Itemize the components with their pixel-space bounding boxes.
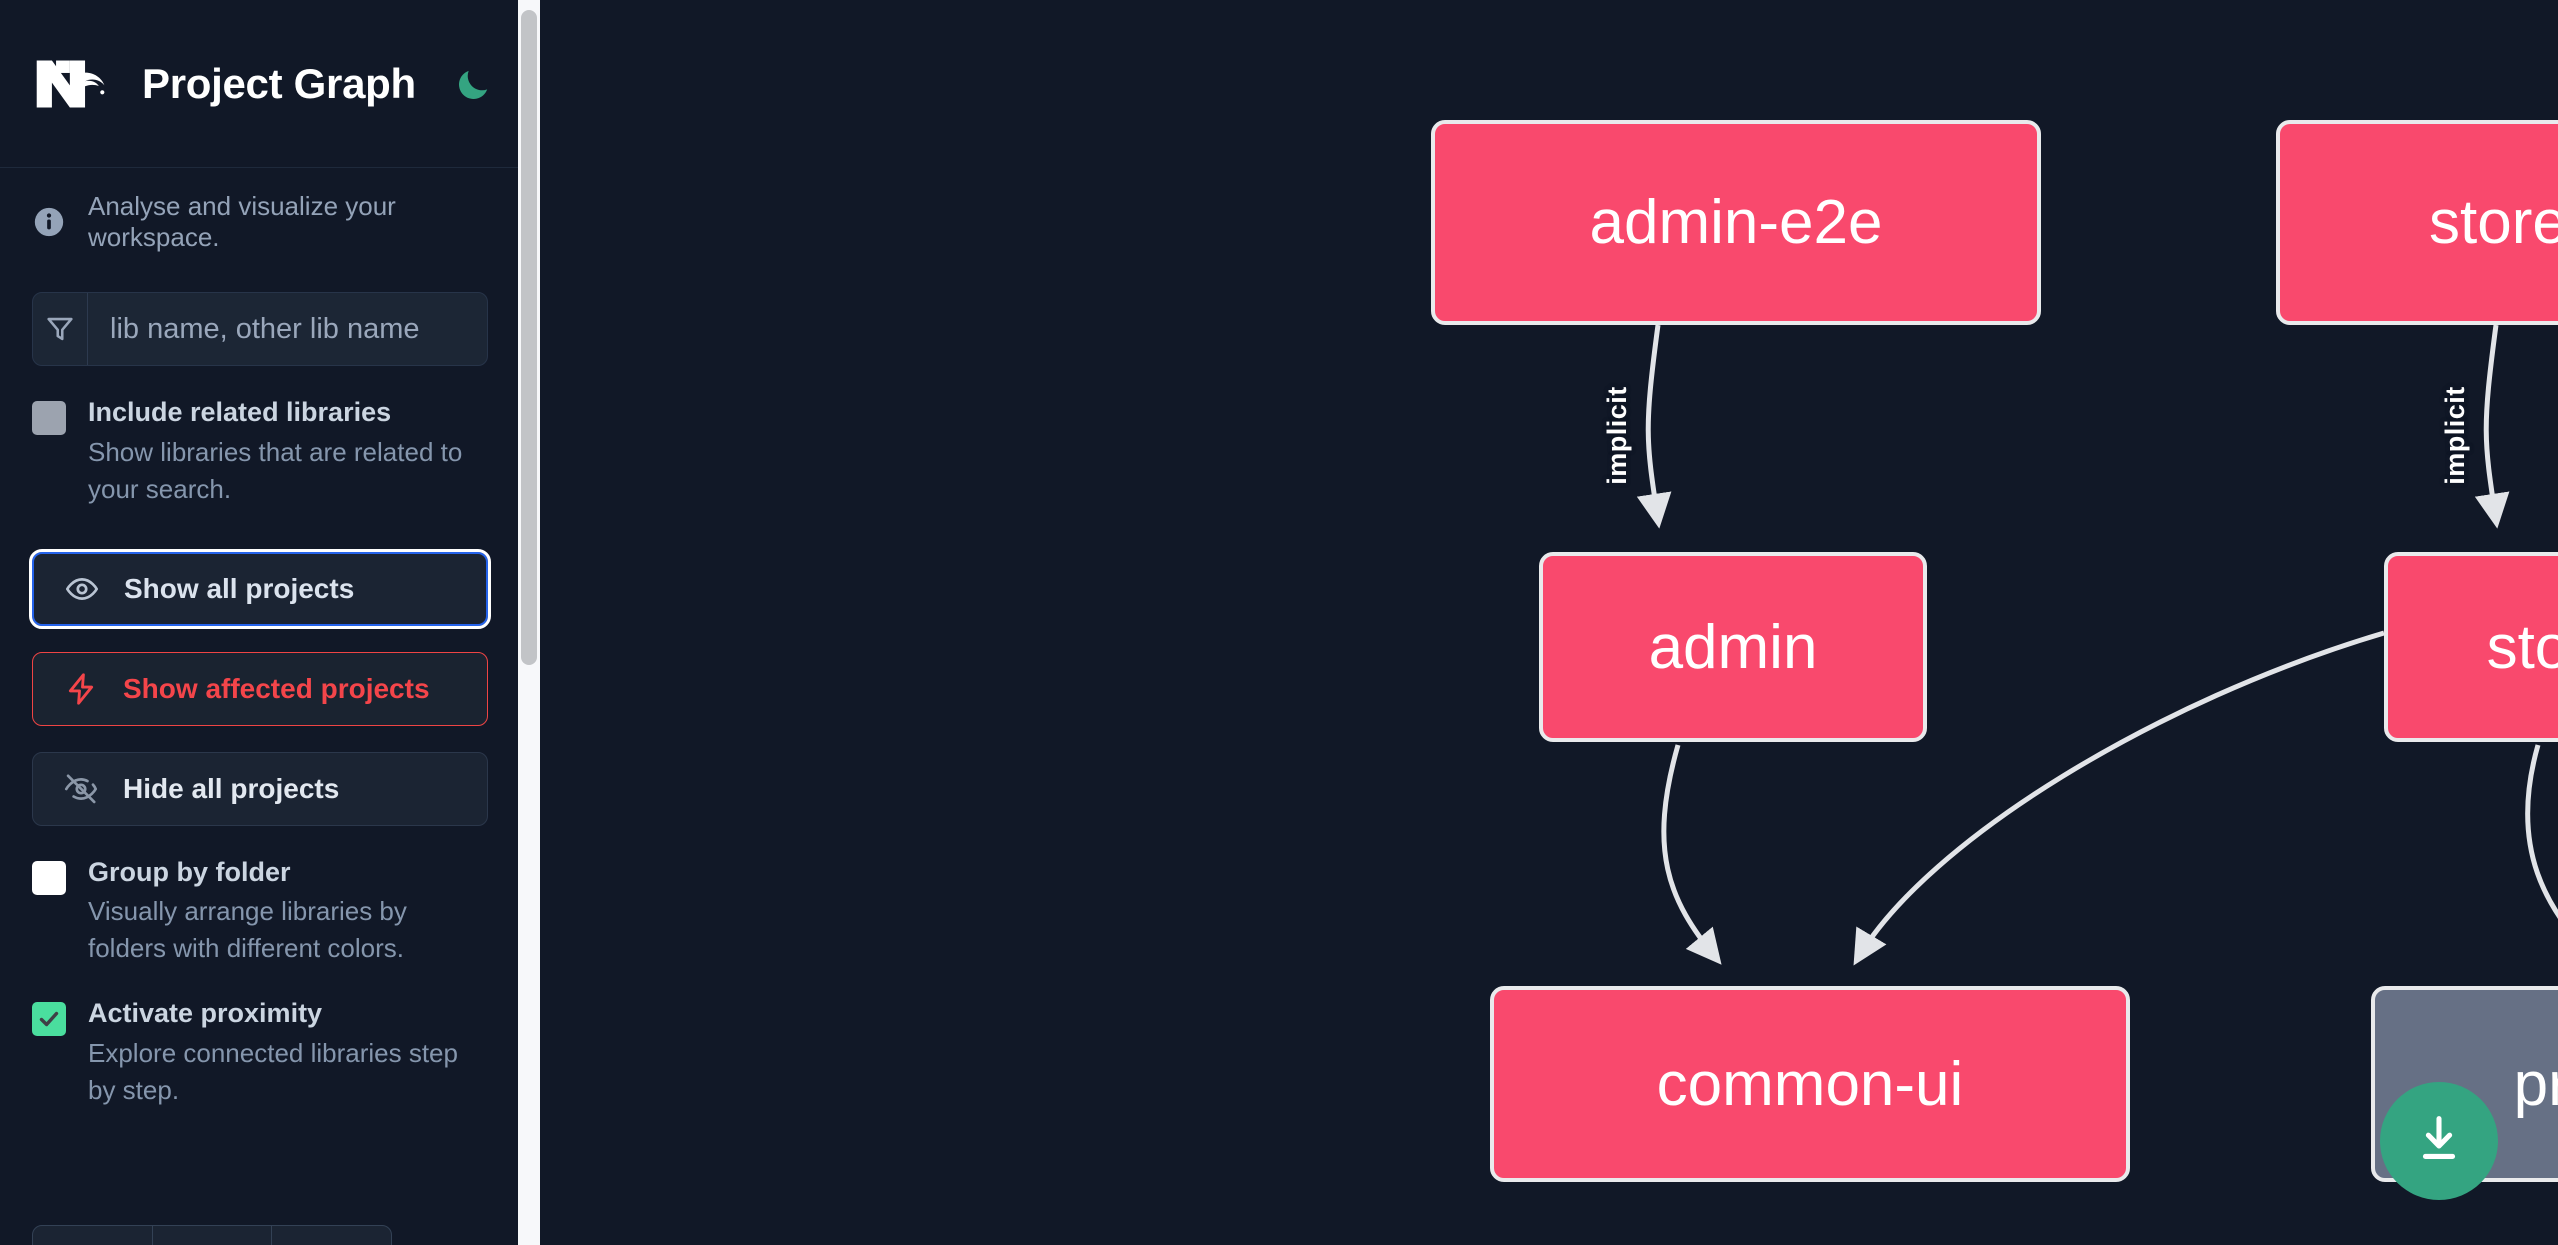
checkbox-texts: Activate proximity Explore connected lib… <box>88 997 488 1109</box>
graph-node-admin-e2e[interactable]: admin-e2e <box>1431 120 2041 325</box>
segment-option-1[interactable] <box>33 1226 153 1245</box>
node-label: common-ui <box>1656 1049 1964 1119</box>
sidebar: Project Graph Analyse and visualize your… <box>0 0 558 1245</box>
segmented-control[interactable] <box>32 1225 392 1245</box>
info-text: Analyse and visualize your workspace. <box>88 191 396 252</box>
show-affected-projects-label: Show affected projects <box>123 672 430 704</box>
checkbox-description: Show libraries that are related to your … <box>88 436 463 504</box>
eye-icon <box>62 569 102 609</box>
show-affected-projects-button[interactable]: Show affected projects <box>32 651 488 726</box>
filter-field[interactable] <box>32 292 488 366</box>
download-image-button[interactable] <box>2380 1082 2498 1200</box>
checkbox-description: Visually arrange libraries by folders wi… <box>88 896 407 964</box>
sidebar-header: Project Graph <box>0 0 520 168</box>
checkbox-row-include-related-libraries[interactable]: Include related libraries Show libraries… <box>0 396 520 508</box>
checkbox-texts: Include related libraries Show libraries… <box>88 396 488 508</box>
checkbox-texts: Group by folder Visually arrange librari… <box>88 856 488 968</box>
page-title: Project Graph <box>142 59 416 107</box>
filter-input[interactable] <box>88 293 487 365</box>
show-all-projects-button[interactable]: Show all projects <box>29 548 491 629</box>
graph-node-common-ui[interactable]: common-ui <box>1490 986 2130 1182</box>
node-label: admin-e2e <box>1589 188 1883 257</box>
node-label: products <box>2513 1049 2558 1119</box>
graph-canvas[interactable]: admin-e2e store-e2e admin store common-u… <box>558 0 2558 1245</box>
node-label: store-e2e <box>2429 188 2558 257</box>
node-label: store <box>2486 612 2558 682</box>
checkbox-row-activate-proximity[interactable]: Activate proximity Explore connected lib… <box>0 997 520 1109</box>
checkbox-group-by-folder[interactable] <box>32 860 66 895</box>
checkbox-activate-proximity[interactable] <box>32 1002 66 1037</box>
graph-edges <box>1636 324 2558 966</box>
info-row: Analyse and visualize your workspace. <box>0 168 520 276</box>
checkbox-label: Include related libraries <box>88 397 392 427</box>
download-icon <box>2410 1110 2468 1173</box>
edge-store-e2e-to-store <box>2474 324 2510 529</box>
checkbox-label: Group by folder <box>88 856 291 887</box>
show-all-projects-label: Show all projects <box>124 572 355 604</box>
info-circle-icon <box>32 205 66 239</box>
lightning-bolt-icon <box>61 669 101 709</box>
graph-node-admin[interactable]: admin <box>1539 552 1927 742</box>
edge-admin-to-common-ui <box>1661 744 1722 965</box>
moon-icon[interactable] <box>450 61 496 107</box>
segment-option-2[interactable] <box>153 1226 273 1245</box>
graph-node-store[interactable]: store <box>2384 552 2558 742</box>
sidebar-content: Project Graph Analyse and visualize your… <box>0 0 520 1245</box>
nx-logo-icon <box>32 55 116 113</box>
check-icon <box>32 1002 66 1036</box>
checkbox-label: Activate proximity <box>88 998 323 1029</box>
funnel-filter-icon <box>33 293 88 365</box>
checkbox-description: Explore connected libraries step by step… <box>88 1037 458 1105</box>
segment-option-3[interactable] <box>272 1226 391 1245</box>
graph-node-store-e2e[interactable]: store-e2e <box>2276 120 2558 325</box>
eye-off-icon <box>61 769 101 809</box>
sidebar-scrollbar-thumb[interactable] <box>521 10 537 665</box>
edge-store-to-products <box>2525 744 2558 919</box>
edge-store-to-common-ui <box>1853 630 2385 966</box>
checkbox-row-group-by-folder[interactable]: Group by folder Visually arrange librari… <box>0 856 520 968</box>
edge-admin-e2e-to-admin <box>1636 324 1672 529</box>
node-label: admin <box>1648 612 1818 682</box>
checkbox-include-related-libraries[interactable] <box>32 401 66 435</box>
hide-all-projects-button[interactable]: Hide all projects <box>32 751 488 826</box>
action-buttons: Show all projects Show affected projects <box>29 548 491 826</box>
hide-all-projects-label: Hide all projects <box>123 772 340 804</box>
